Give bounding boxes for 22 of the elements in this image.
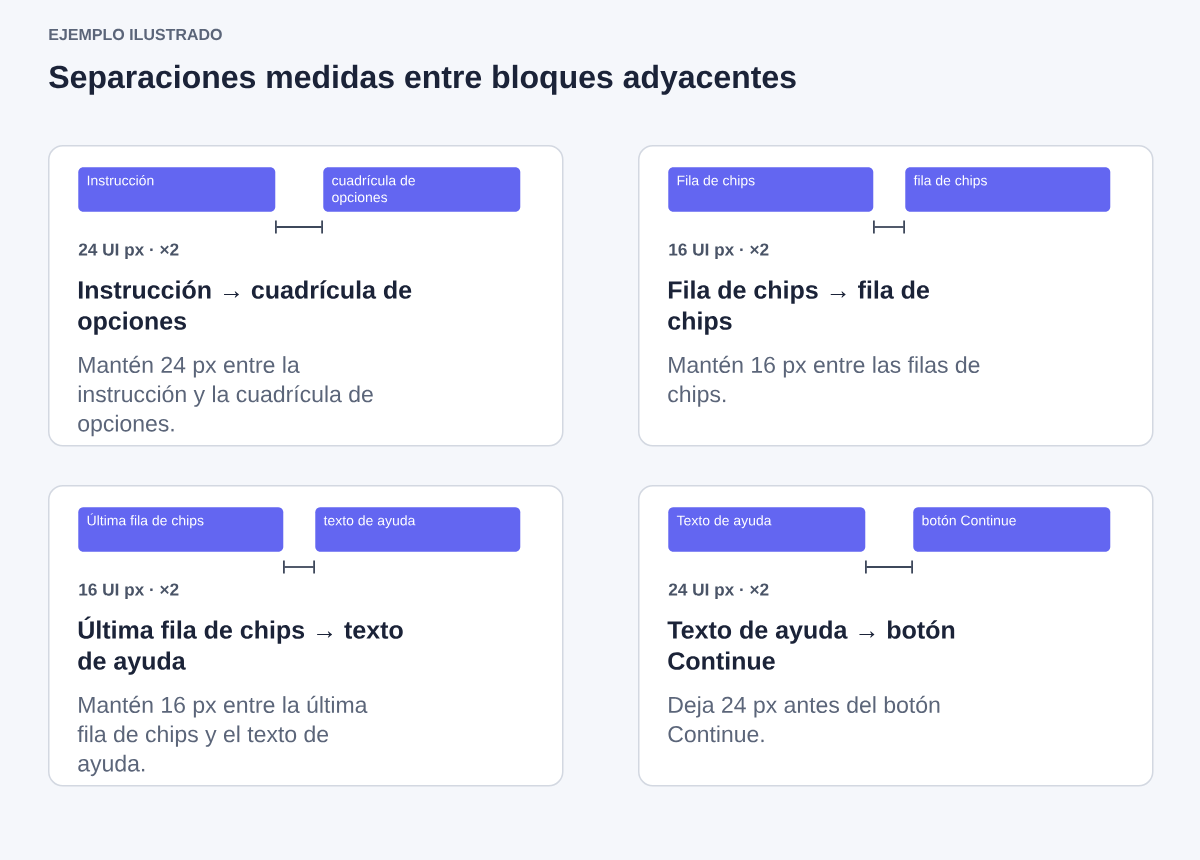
card-description: Mantén 16 px entre las filas de chips. [668, 355, 980, 407]
card-description: Mantén 16 px entre la última fila de chips y el texto de ayuda. [77, 695, 368, 777]
card-heading: Fila de chips → fila de chips [668, 280, 929, 335]
card-description: Deja 24 px antes del botón Continue. [668, 695, 940, 743]
eyebrow-text: EJEMPLO ILUSTRADO [49, 28, 222, 41]
block: Fila de chips [668, 167, 874, 212]
card-heading: Instrucción → cuadrícula de opciones [78, 280, 412, 335]
card-heading: Texto de ayuda → botón Continue [667, 620, 955, 670]
block: botón Continue [913, 507, 1111, 552]
card-heading: Última fila de chips → texto de ayuda [78, 616, 403, 675]
page-title: Separaciones medidas entre bloques adyacentes [49, 64, 796, 95]
block: fila de chips [905, 167, 1111, 212]
block: Última fila de chips [78, 507, 284, 552]
card-description: Mantén 24 px entre la instrucción y la cuadrícula de opciones. [78, 355, 373, 437]
block: texto de ayuda [315, 507, 521, 552]
block: Texto de ayuda [668, 507, 866, 552]
measurement-label: 24 UI px · ×2 [668, 583, 769, 600]
measurement-label: 16 UI px · ×2 [669, 243, 769, 260]
block: Instrucción [78, 167, 276, 212]
block: cuadrícula de opciones [323, 167, 521, 212]
measurement-label: 16 UI px · ×2 [79, 583, 179, 600]
measurement-label: 24 UI px · ×2 [78, 243, 179, 260]
